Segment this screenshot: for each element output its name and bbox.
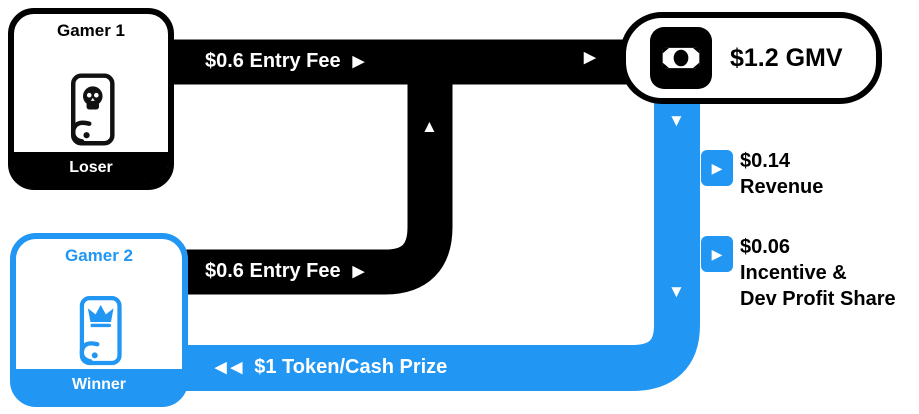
gamer2-card: Gamer 2 Winner xyxy=(10,233,188,407)
revenue-text: $0.14 Revenue xyxy=(740,148,823,200)
entry-fee-top-label-group: $0.6 Entry Fee ▶ xyxy=(205,50,364,73)
entry-fee-top-end-arrow-group: ▶ xyxy=(584,50,596,65)
gmv-node: $1.2 GMV xyxy=(620,12,882,104)
incentive-label-line1: Incentive & xyxy=(740,262,847,284)
payout-ribbon xyxy=(186,96,700,391)
down-arrow-icon: ▼ xyxy=(668,111,685,130)
right-arrow-icon: ▶ xyxy=(711,159,723,176)
skull-phone-icon xyxy=(59,41,123,184)
entry-fee-top-label: $0.6 Entry Fee xyxy=(205,50,341,72)
entry-fee-bottom-ribbon xyxy=(186,62,453,295)
left-arrows-icon: ◀ ◀ xyxy=(215,359,243,376)
up-arrow-icon: ▲ xyxy=(421,117,438,136)
revenue-label: Revenue xyxy=(740,176,824,198)
payout-label: $1 Token/Cash Prize xyxy=(254,356,448,378)
right-arrow-icon: ▶ xyxy=(584,49,596,66)
right-arrow-icon: ▶ xyxy=(352,53,365,70)
incentive-branch-arrow: ▶ xyxy=(701,236,733,272)
entry-fee-bottom-label-group: $0.6 Entry Fee ▶ xyxy=(205,260,364,283)
incentive-text: $0.06 Incentive & Dev Profit Share xyxy=(740,234,896,312)
winner-badge: Winner xyxy=(16,369,182,401)
right-arrow-icon: ▶ xyxy=(711,245,723,262)
right-arrow-icon: ▶ xyxy=(352,263,365,280)
crown-phone-icon xyxy=(68,266,130,401)
gamer2-title: Gamer 2 xyxy=(64,246,134,265)
payout-label-group: ◀ ◀ $1 Token/Cash Prize xyxy=(215,356,447,379)
gmv-label: $1.2 GMV xyxy=(730,43,843,72)
revenue-amount: $0.14 xyxy=(740,150,791,172)
down-arrow-icon: ▼ xyxy=(668,282,685,301)
money-bill-icon xyxy=(650,27,712,89)
loser-badge: Loser xyxy=(14,152,168,184)
gamer1-card: Gamer 1 Loser xyxy=(8,8,174,190)
entry-fee-bottom-label: $0.6 Entry Fee xyxy=(205,260,341,282)
incentive-label-line2: Dev Profit Share xyxy=(740,288,896,310)
revenue-branch-arrow: ▶ xyxy=(701,150,733,186)
incentive-amount: $0.06 xyxy=(740,236,791,258)
gamer1-title: Gamer 1 xyxy=(56,21,126,40)
